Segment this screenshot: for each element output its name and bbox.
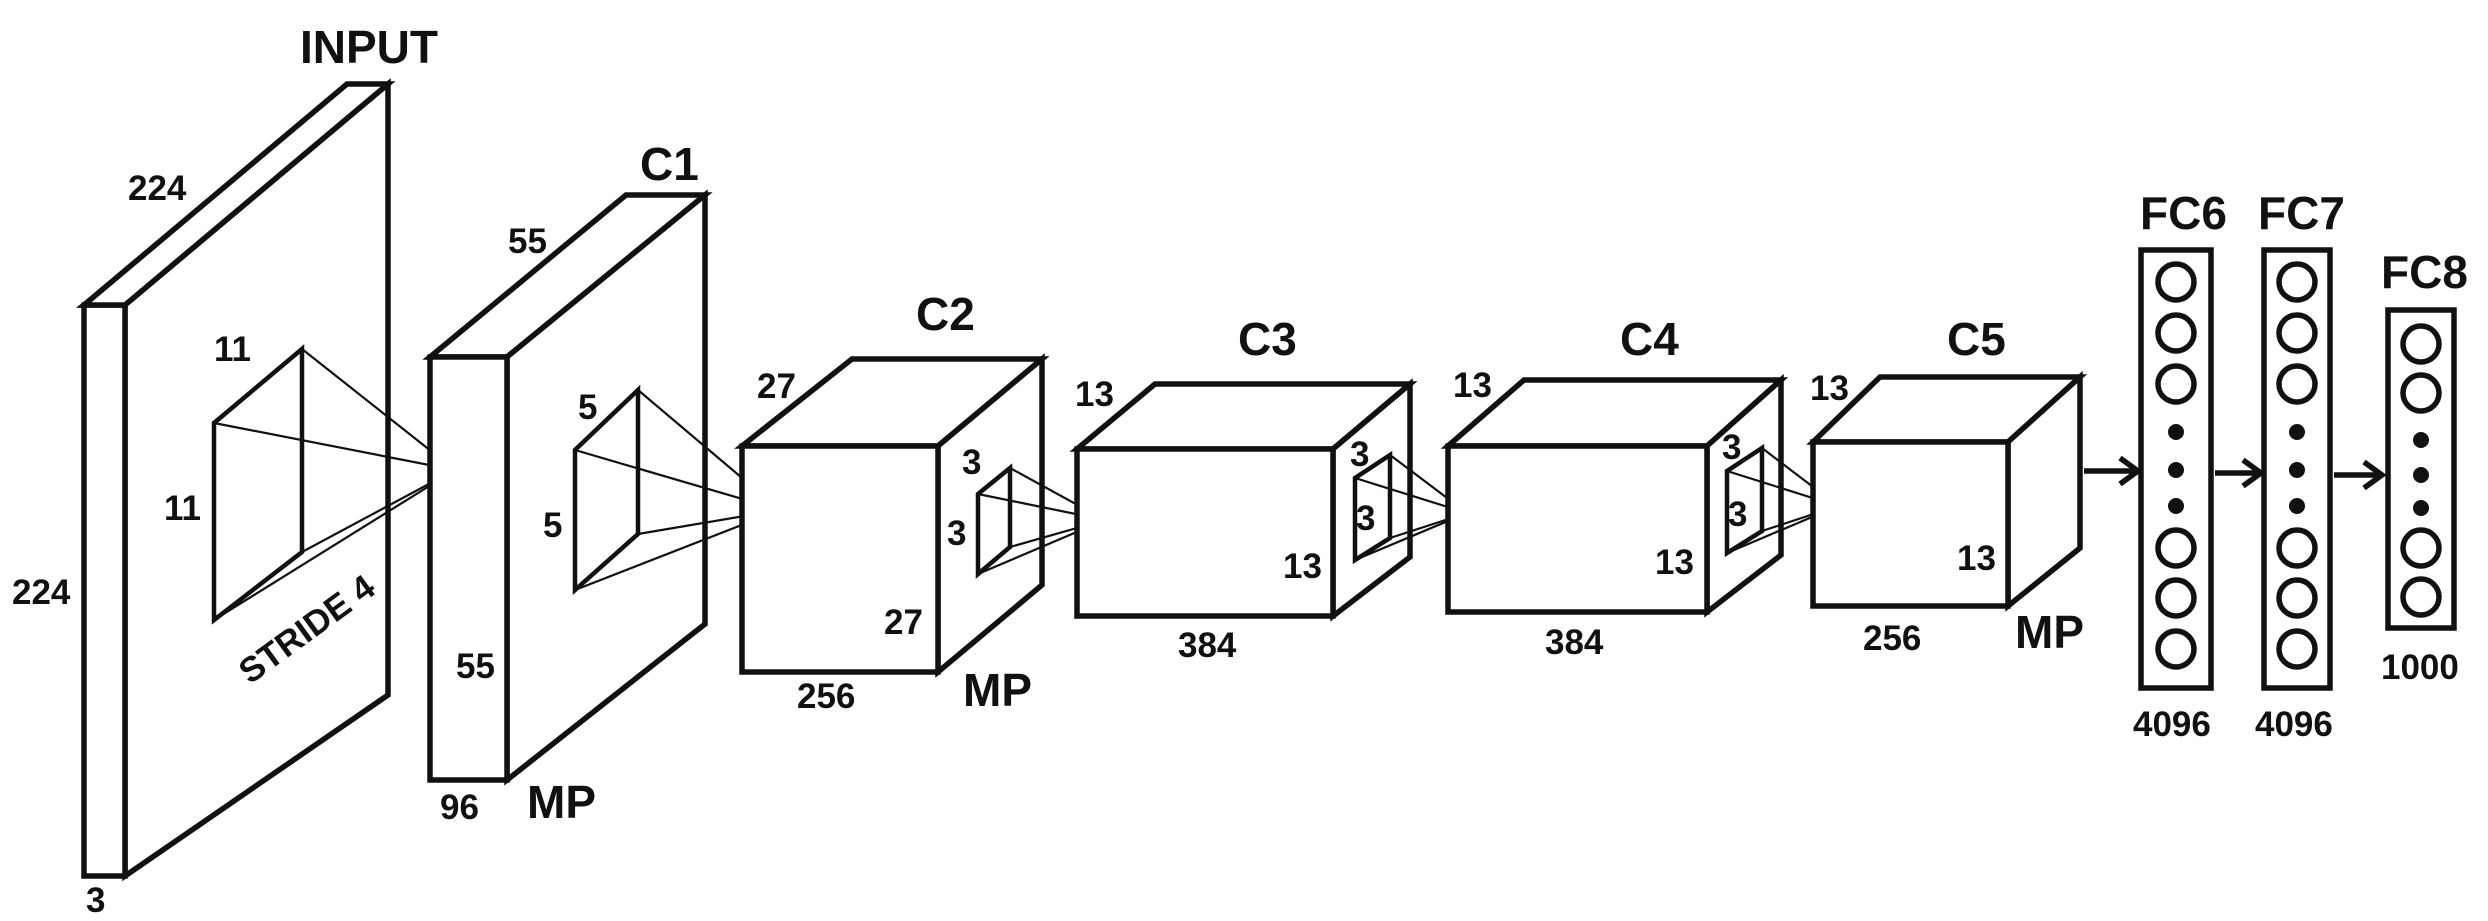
c5-depth-label: 256 (1863, 619, 1921, 658)
input-kernel-width-label: 11 (214, 330, 251, 369)
fc6-neuron (2155, 577, 2197, 619)
c1-kernel-width-label: 5 (578, 388, 597, 427)
fc8-ellipsis-dot (2413, 500, 2429, 516)
fc6-neuron (2155, 312, 2197, 354)
fc8-ellipsis-dot (2413, 432, 2429, 448)
fc6-ellipsis-dot (2168, 498, 2184, 514)
fc7-neuron (2276, 261, 2318, 303)
c3-width-label: 13 (1075, 375, 1114, 414)
c2-kernel-height-label: 3 (947, 514, 966, 553)
fc6-neuron (2155, 527, 2197, 569)
c1-volume (422, 189, 713, 786)
input-title: INPUT (300, 21, 438, 73)
c2-depth-label: 256 (797, 677, 855, 716)
c3-kernel (1352, 450, 1468, 565)
c4-depth-label: 384 (1545, 623, 1604, 662)
fc8-ellipsis-dot (2413, 467, 2429, 483)
c4-title: C4 (1620, 313, 1679, 365)
fc8-neuron (2400, 527, 2442, 569)
c1-title: C1 (640, 138, 699, 190)
c5-pool-label: MP (2015, 606, 2084, 658)
fc7-neuron (2276, 527, 2318, 569)
input-kernel-height-label: 11 (164, 489, 201, 528)
fc6-neuron (2155, 628, 2197, 670)
c1-pool-label: MP (527, 776, 596, 828)
c2-height-label: 27 (884, 603, 923, 642)
c2-title: C2 (916, 288, 975, 340)
fc8-layer (2385, 307, 2457, 631)
fc6-units-label: 4096 (2133, 705, 2211, 744)
c3-kernel-width-label: 3 (1350, 435, 1369, 474)
fc6-neuron (2155, 363, 2197, 405)
fc7-ellipsis-dot (2289, 462, 2305, 478)
fc6-layer (2138, 247, 2214, 691)
fc6-title: FC6 (2140, 187, 2227, 239)
c4-kernel-height-label: 3 (1728, 495, 1747, 534)
c4-width-label: 13 (1453, 366, 1492, 405)
fc8-title: FC8 (2381, 246, 2468, 298)
fc7-units-label: 4096 (2255, 705, 2333, 744)
fc7-neuron (2276, 577, 2318, 619)
fc7-ellipsis-dot (2289, 424, 2305, 440)
c5-height-label: 13 (1957, 539, 1996, 578)
c4-kernel-width-label: 3 (1722, 428, 1741, 467)
c2-pool-label: MP (963, 664, 1032, 716)
fc6-ellipsis-dot (2168, 424, 2184, 440)
arrow-fc6-to-fc7 (2215, 457, 2266, 489)
c1-depth-label: 96 (440, 788, 479, 827)
c4-height-label: 13 (1655, 543, 1694, 582)
fc6-ellipsis-dot (2168, 462, 2184, 478)
fc7-neuron (2276, 363, 2318, 405)
c1-kernel-height-label: 5 (543, 506, 562, 545)
input-depth-label: 3 (86, 881, 105, 920)
fc8-neuron (2400, 323, 2442, 365)
arrow-fc7-to-fc8 (2334, 459, 2387, 491)
input-height-label: 224 (12, 573, 71, 612)
arrow-c5-to-fc6 (2084, 455, 2143, 487)
fc7-neuron (2276, 312, 2318, 354)
c1-height-label: 55 (456, 647, 495, 686)
c3-volume (1069, 378, 1418, 622)
c5-title: C5 (1947, 313, 2006, 365)
c2-width-label: 27 (757, 367, 796, 406)
input-width-label: 224 (128, 169, 187, 208)
c3-title: C3 (1238, 313, 1297, 365)
fc7-title: FC7 (2258, 187, 2345, 239)
c2-kernel-width-label: 3 (962, 443, 981, 482)
c3-kernel-height-label: 3 (1356, 499, 1375, 538)
c3-height-label: 13 (1283, 547, 1322, 586)
c4-volume (1440, 373, 1789, 618)
fc8-units-label: 1000 (2381, 648, 2459, 687)
fc7-layer (2261, 247, 2333, 691)
fc6-neuron (2155, 261, 2197, 303)
c1-width-label: 55 (508, 222, 547, 261)
fc7-ellipsis-dot (2289, 498, 2305, 514)
c5-width-label: 13 (1810, 369, 1849, 408)
c5-volume (1806, 370, 2088, 612)
c3-depth-label: 384 (1178, 626, 1237, 665)
fc8-neuron (2400, 372, 2442, 414)
fc8-neuron (2400, 576, 2442, 618)
fc7-neuron (2276, 628, 2318, 670)
